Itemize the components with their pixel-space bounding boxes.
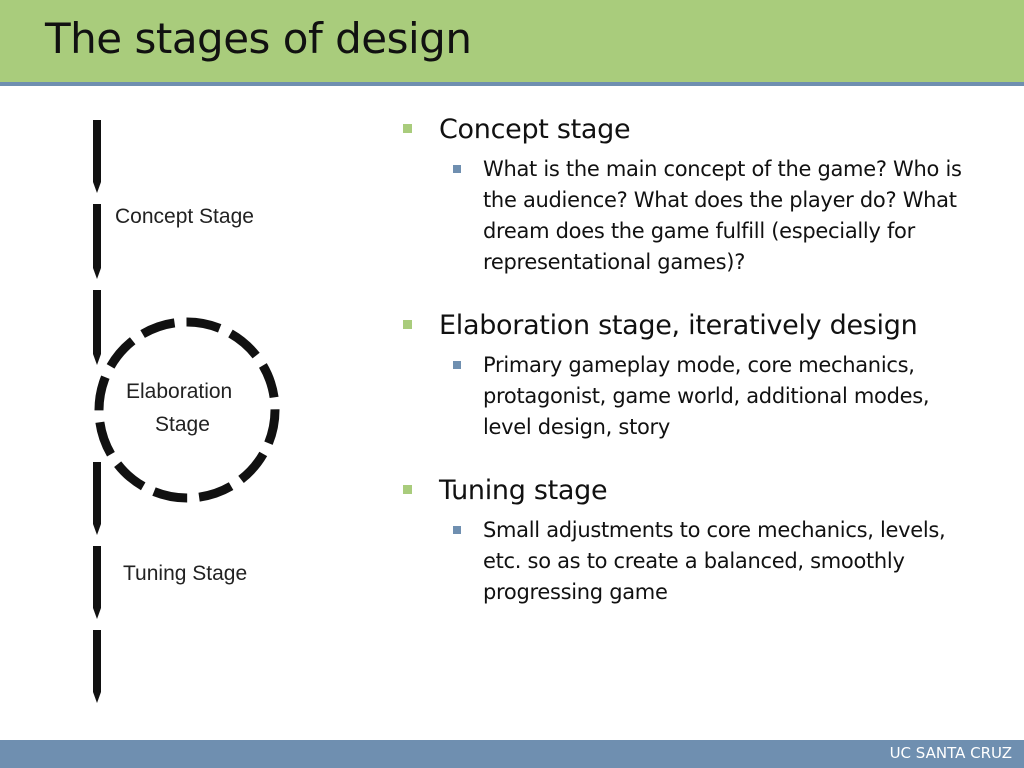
flow-arrows xyxy=(93,120,101,703)
green-bullet-icon xyxy=(403,320,412,329)
flow-arrow-6 xyxy=(93,630,101,703)
bullet-level1: Elaboration stage, iteratively design xyxy=(400,308,1000,344)
footer-institution: UC SANTA CRUZ xyxy=(889,744,1012,762)
section-heading: Tuning stage xyxy=(439,475,608,506)
green-bullet-icon xyxy=(403,485,412,494)
bullet-level2: Primary gameplay mode, core mechanics, p… xyxy=(453,350,983,443)
stages-diagram-graphic xyxy=(93,120,280,703)
flow-arrow-1 xyxy=(93,120,101,193)
elaboration-stage-label-line2: Stage xyxy=(155,413,210,436)
section-detail: Primary gameplay mode, core mechanics, p… xyxy=(483,353,930,439)
section-elaboration: Elaboration stage, iteratively design Pr… xyxy=(400,308,1000,443)
elaboration-stage-label-line1: Elaboration xyxy=(126,380,233,403)
bullet-level2: What is the main concept of the game? Wh… xyxy=(453,154,983,278)
flow-arrow-5 xyxy=(93,546,101,619)
bullet-level2: Small adjustments to core mechanics, lev… xyxy=(453,515,983,608)
section-tuning: Tuning stage Small adjustments to core m… xyxy=(400,473,1000,608)
tuning-stage-label: Tuning Stage xyxy=(123,562,248,585)
blue-bullet-icon xyxy=(453,526,461,534)
flow-arrow-2 xyxy=(93,204,101,279)
green-bullet-icon xyxy=(403,124,412,133)
bullet-level1: Tuning stage xyxy=(400,473,1000,509)
blue-bullet-icon xyxy=(453,361,461,369)
concept-stage-label: Concept Stage xyxy=(115,205,254,228)
flow-arrow-3 xyxy=(93,290,101,365)
flow-arrow-4 xyxy=(93,462,101,535)
elaboration-cycle-circle xyxy=(94,317,280,503)
slide-title: The stages of design xyxy=(45,14,472,63)
blue-bullet-icon xyxy=(453,165,461,173)
section-heading: Elaboration stage, iteratively design xyxy=(439,310,918,341)
title-bar: The stages of design xyxy=(0,0,1024,86)
section-heading: Concept stage xyxy=(439,114,631,145)
footer-bar: UC SANTA CRUZ xyxy=(0,740,1024,768)
section-detail: Small adjustments to core mechanics, lev… xyxy=(483,518,946,604)
section-detail: What is the main concept of the game? Wh… xyxy=(483,157,962,274)
stages-diagram: Concept Stage Elaboration Stage Tuning S… xyxy=(0,90,380,730)
bullet-content: Concept stage What is the main concept o… xyxy=(400,112,1000,638)
bullet-level1: Concept stage xyxy=(400,112,1000,148)
section-concept: Concept stage What is the main concept o… xyxy=(400,112,1000,278)
